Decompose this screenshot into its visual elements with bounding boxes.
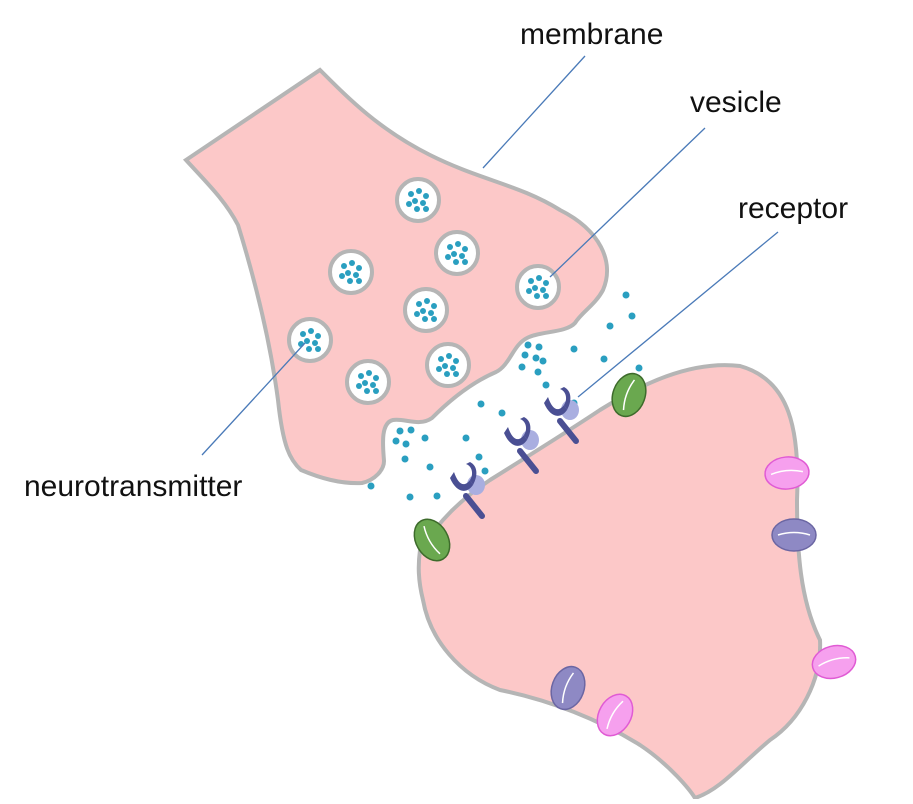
vesicle-icon <box>515 264 561 310</box>
vesicle-label: vesicle <box>690 86 782 119</box>
neurotransmitter-label: neurotransmitter <box>24 470 243 503</box>
vesicle-leader-line <box>549 127 706 278</box>
vesicle-icon <box>345 359 391 405</box>
presynaptic-cell <box>182 67 609 486</box>
vesicle-icon <box>328 249 374 295</box>
vesicle-icon <box>434 230 480 276</box>
vesicle-icon <box>403 287 449 333</box>
vesicle-icon <box>395 177 441 223</box>
leader-lines <box>201 55 779 456</box>
receptor-leader-line <box>577 231 779 398</box>
neurotransmitter-dots <box>367 291 643 501</box>
vesicle-icon <box>287 317 333 363</box>
membrane-leader-line <box>482 55 586 169</box>
ion-channel-icon <box>771 518 817 552</box>
neurotransmitter-leader-line <box>201 342 306 456</box>
receptor-label: receptor <box>738 192 849 225</box>
membrane-label: membrane <box>520 18 664 51</box>
postsynaptic-cell <box>416 363 823 801</box>
vesicle-icon <box>425 342 471 388</box>
